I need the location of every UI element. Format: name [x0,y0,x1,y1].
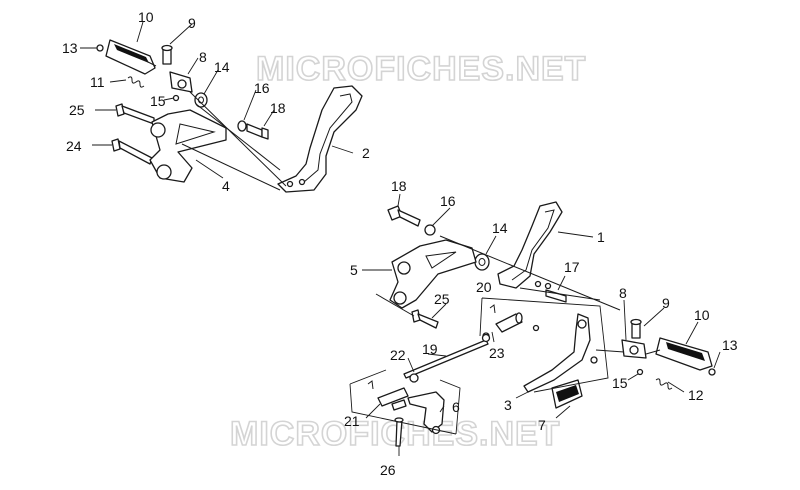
callout-11: 11 [90,74,105,90]
callout-6: 6 [452,399,460,415]
callout-18-left: 18 [270,100,286,116]
callout-25-left: 25 [69,102,85,118]
left-washer [237,120,247,132]
nut-22 [409,373,419,383]
left-bolt-24 [111,138,153,165]
callout-16-left: 16 [254,80,270,96]
right-pin [630,318,642,339]
callout-15-left: 15 [150,93,166,109]
right-spring [655,378,673,390]
callout-3: 3 [504,397,512,413]
callout-9-left: 9 [188,15,196,31]
rod-end-assembly [367,380,409,411]
right-heel-guard [497,201,563,290]
leader-lines [80,21,721,456]
right-footrest-assembly [367,201,716,447]
callout-18-right: 18 [391,178,407,194]
callout-7: 7 [538,417,546,433]
left-spring [127,76,145,88]
callout-12: 12 [688,387,704,403]
callout-14-left: 14 [214,59,230,75]
left-footrest-assembly [96,39,363,193]
left-spacer [194,92,208,108]
callout-8-right: 8 [619,285,627,301]
callout-24: 24 [66,138,82,154]
callout-9-right: 9 [662,295,670,311]
left-heel-guard [277,85,363,193]
left-pin [161,44,173,65]
callout-14-right: 14 [492,220,508,236]
shift-rod [403,332,490,379]
right-pivot-block [621,339,647,359]
callout-23: 23 [489,345,505,361]
callout-19: 19 [422,341,438,357]
right-bolt-18 [387,205,421,227]
callout-15-right: 15 [612,375,628,391]
callout-13-left: 13 [62,40,78,56]
callout-22: 22 [390,347,406,363]
callout-10-left: 10 [138,9,154,25]
callout-5: 5 [350,262,358,278]
right-nut [708,368,716,376]
right-bolt-17 [545,289,567,303]
shift-linkage [407,391,445,435]
callout-labels: 10 13 9 8 14 11 15 16 18 25 24 4 2 1 18 … [62,9,738,478]
left-bolt-25 [115,103,155,125]
right-spacer [474,253,490,271]
right-washer [424,224,436,236]
right-ball [636,368,644,376]
kit-box-21 [349,369,461,435]
callout-1: 1 [597,229,605,245]
left-footpeg [105,39,157,75]
left-nut [96,44,104,52]
right-footpeg [655,337,713,371]
sleeve-23 [481,312,540,343]
callout-8-left: 8 [199,49,207,65]
callout-13-right: 13 [722,337,738,353]
left-bolt-18 [246,123,269,140]
right-bolt-25 [411,309,439,329]
callout-26: 26 [380,462,396,478]
left-bracket-plate [149,109,227,183]
callout-2: 2 [362,145,370,161]
callout-21: 21 [344,413,360,429]
watermark-top: MICROFICHES.NET [256,50,586,88]
left-ball [172,94,180,102]
left-pivot-block [169,71,193,93]
callout-17: 17 [564,259,580,275]
callout-16-right: 16 [440,193,456,209]
kit-box-20 [479,297,609,393]
right-bracket-plate [389,239,477,309]
callout-10-right: 10 [694,307,710,323]
callout-20: 20 [476,279,492,295]
callout-4: 4 [222,178,230,194]
callout-25-right: 25 [434,291,450,307]
